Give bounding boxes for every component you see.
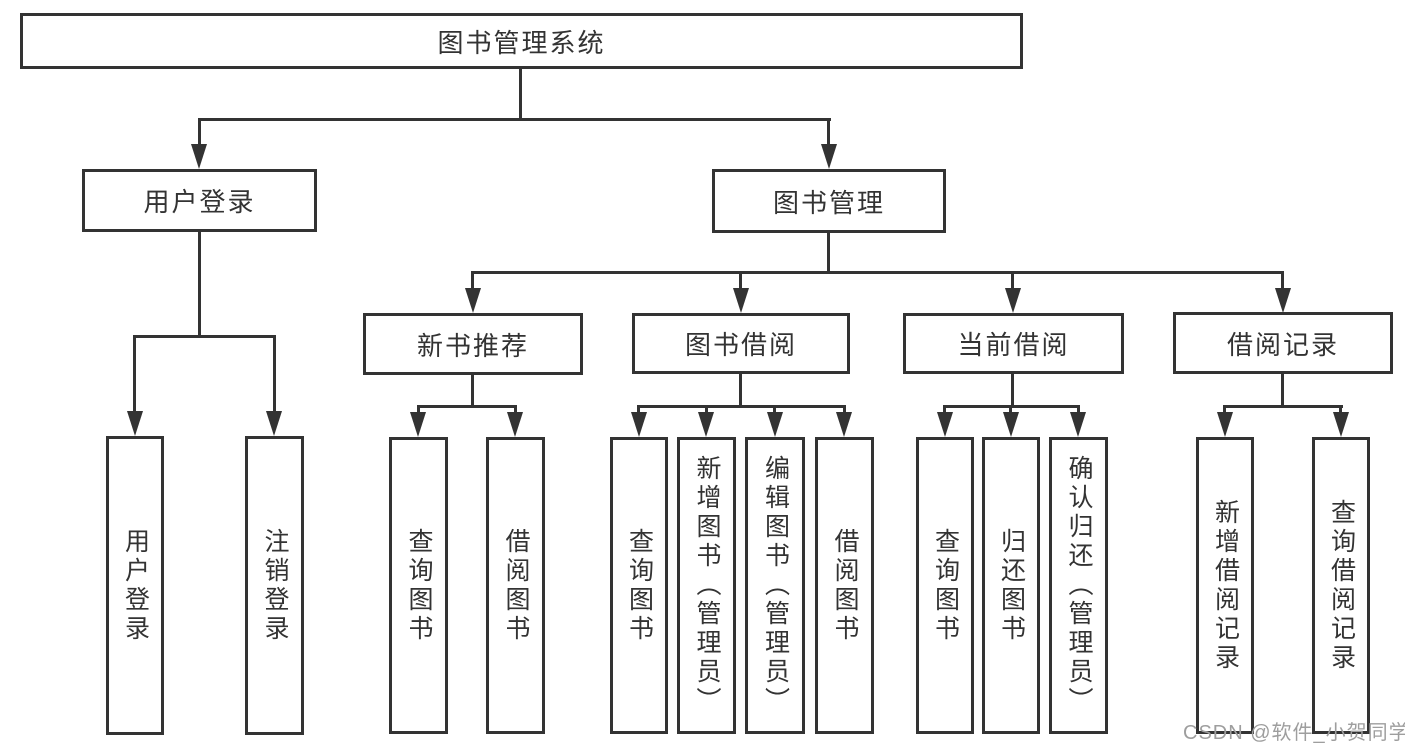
- connector-current-borrow-drop-1: [943, 405, 946, 416]
- arrowhead-down-icon: [821, 144, 837, 169]
- leaf-borrow-query-books: 查询图书: [610, 437, 668, 734]
- arrowhead-down-icon: [937, 412, 953, 437]
- leaf-current-return-books-label: 归还图书: [997, 527, 1026, 644]
- connector-book-borrow-stem: [739, 374, 742, 407]
- leaf-logout-label: 注销登录: [261, 527, 289, 644]
- leaf-records-add-record: 新增借阅记录: [1196, 437, 1254, 734]
- connector-new-books-stem: [471, 375, 474, 407]
- connector-borrow-records-stem: [1281, 374, 1284, 407]
- leaf-logout: 注销登录: [245, 436, 304, 735]
- connector-borrow-records-drop-1: [1223, 405, 1226, 416]
- connector-book-borrow-drop-2: [705, 405, 708, 416]
- node-current-borrow: 当前借阅: [903, 313, 1124, 374]
- connector-book-borrow-drop-4: [843, 405, 846, 416]
- leaf-current-confirm-return-admin: 确认归还（管理员）: [1049, 437, 1108, 734]
- connector-book-mgmt-drop-4: [1281, 271, 1284, 292]
- leaf-newbooks-query-books: 查询图书: [389, 437, 448, 734]
- leaf-borrow-borrow-books: 借阅图书: [815, 437, 874, 734]
- node-book-mgmt-label: 图书管理: [772, 187, 885, 218]
- connector-user-login-stem: [198, 232, 201, 337]
- arrowhead-down-icon: [1070, 412, 1086, 437]
- connector-book-borrow-drop-3: [773, 405, 776, 416]
- node-book-borrow: 图书借阅: [632, 313, 850, 374]
- leaf-records-add-record-label: 新增借阅记录: [1211, 498, 1240, 673]
- leaf-borrow-edit-books-admin: 编辑图书（管理员）: [745, 437, 805, 734]
- connector-user-login-drop-2: [273, 335, 276, 415]
- connector-book-borrow-rail: [637, 405, 846, 408]
- arrowhead-down-icon: [1333, 412, 1349, 437]
- leaf-newbooks-borrow-books-label: 借阅图书: [502, 527, 530, 644]
- leaf-borrow-query-books-label: 查询图书: [625, 527, 654, 644]
- connector-root-rail: [198, 118, 831, 121]
- arrowhead-down-icon: [507, 412, 523, 437]
- node-book-mgmt: 图书管理: [712, 169, 946, 233]
- leaf-records-query-record: 查询借阅记录: [1312, 437, 1370, 734]
- arrowhead-down-icon: [127, 411, 143, 436]
- arrowhead-down-icon: [266, 411, 282, 436]
- leaf-borrow-borrow-books-label: 借阅图书: [831, 527, 859, 644]
- node-book-borrow-label: 图书借阅: [684, 330, 797, 360]
- arrowhead-down-icon: [1275, 288, 1291, 313]
- arrowhead-down-icon: [410, 412, 426, 437]
- leaf-current-query-books-label: 查询图书: [931, 527, 960, 644]
- connector-new-books-drop-2: [514, 405, 517, 416]
- leaf-borrow-add-books-admin-label: 新增图书（管理员）: [693, 455, 721, 716]
- leaf-user-login-label: 用户登录: [121, 527, 150, 644]
- connector-current-borrow-drop-2: [1009, 405, 1012, 416]
- leaf-current-confirm-return-admin-label: 确认归还（管理员）: [1065, 455, 1093, 716]
- connector-borrow-records-rail: [1223, 405, 1343, 408]
- leaf-current-query-books: 查询图书: [916, 437, 974, 734]
- arrowhead-down-icon: [698, 412, 714, 437]
- arrowhead-down-icon: [631, 412, 647, 437]
- connector-borrow-records-drop-2: [1339, 405, 1342, 416]
- arrowhead-down-icon: [465, 288, 481, 313]
- node-root: 图书管理系统: [20, 13, 1023, 69]
- node-borrow-records-label: 借阅记录: [1226, 329, 1339, 360]
- arrowhead-down-icon: [191, 144, 207, 169]
- connector-book-mgmt-drop-2: [739, 271, 742, 292]
- connector-user-login-drop-1: [133, 335, 136, 415]
- csdn-watermark: CSDN @软件_小贺同学: [1183, 722, 1405, 744]
- connector-user-login-rail: [133, 335, 276, 338]
- connector-root-drop-left: [198, 118, 201, 148]
- connector-root-drop-right: [827, 118, 830, 148]
- leaf-current-return-books: 归还图书: [982, 437, 1040, 734]
- leaf-borrow-edit-books-admin-label: 编辑图书（管理员）: [761, 455, 790, 716]
- connector-book-mgmt-rail: [471, 271, 1284, 274]
- arrowhead-down-icon: [733, 288, 749, 313]
- node-new-books: 新书推荐: [363, 313, 583, 375]
- node-borrow-records: 借阅记录: [1173, 312, 1393, 374]
- leaf-borrow-add-books-admin: 新增图书（管理员）: [677, 437, 736, 734]
- node-user-login-label: 用户登录: [143, 187, 256, 217]
- connector-new-books-rail: [417, 405, 517, 408]
- connector-book-mgmt-stem: [827, 233, 830, 273]
- leaf-newbooks-borrow-books: 借阅图书: [486, 437, 545, 734]
- connector-current-borrow-stem: [1011, 374, 1014, 407]
- connector-current-borrow-drop-3: [1077, 405, 1080, 416]
- connector-root-stem: [519, 69, 522, 120]
- node-new-books-label: 新书推荐: [416, 330, 529, 361]
- connector-new-books-drop-1: [417, 405, 420, 416]
- node-current-borrow-label: 当前借阅: [957, 330, 1070, 360]
- arrowhead-down-icon: [1217, 412, 1233, 437]
- leaf-newbooks-query-books-label: 查询图书: [405, 527, 433, 644]
- arrowhead-down-icon: [767, 412, 783, 437]
- node-root-label: 图书管理系统: [437, 27, 606, 58]
- connector-book-mgmt-drop-3: [1011, 271, 1014, 292]
- node-user-login: 用户登录: [82, 169, 317, 232]
- leaf-user-login: 用户登录: [106, 436, 164, 735]
- connector-book-borrow-drop-1: [637, 405, 640, 416]
- arrowhead-down-icon: [1003, 412, 1019, 437]
- leaf-records-query-record-label: 查询借阅记录: [1327, 498, 1356, 673]
- arrowhead-down-icon: [836, 412, 852, 437]
- connector-book-mgmt-drop-1: [471, 271, 474, 292]
- arrowhead-down-icon: [1005, 288, 1021, 313]
